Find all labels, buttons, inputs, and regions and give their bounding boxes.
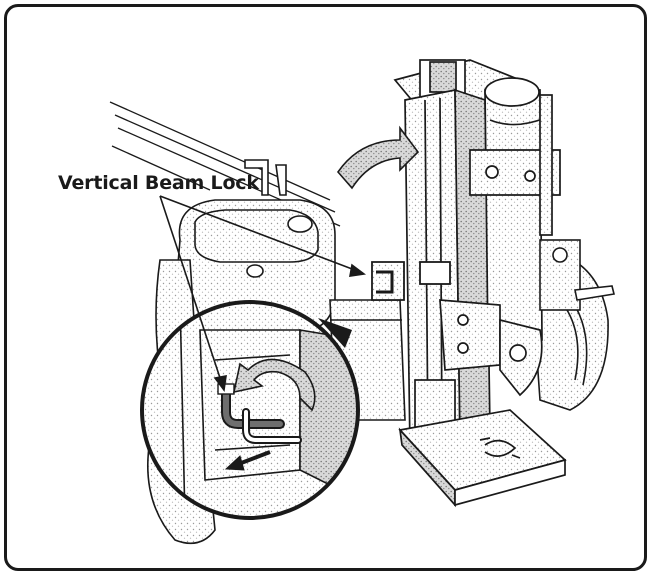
rotate-arrow-icon	[232, 358, 316, 412]
hydraulic-cylinder	[469, 77, 561, 346]
control-valve	[539, 239, 615, 311]
engine	[174, 159, 336, 333]
base-plate	[398, 409, 567, 508]
vertical-beam-lock-main	[371, 261, 451, 301]
wedge-assembly	[439, 299, 543, 397]
curved-arrow-icon	[336, 125, 420, 190]
pull-arrow-icon	[224, 450, 271, 471]
callout-label: Vertical Beam Lock	[58, 172, 259, 194]
vertical-beam-lock-detail	[217, 383, 302, 444]
callout-leaders	[159, 195, 367, 393]
